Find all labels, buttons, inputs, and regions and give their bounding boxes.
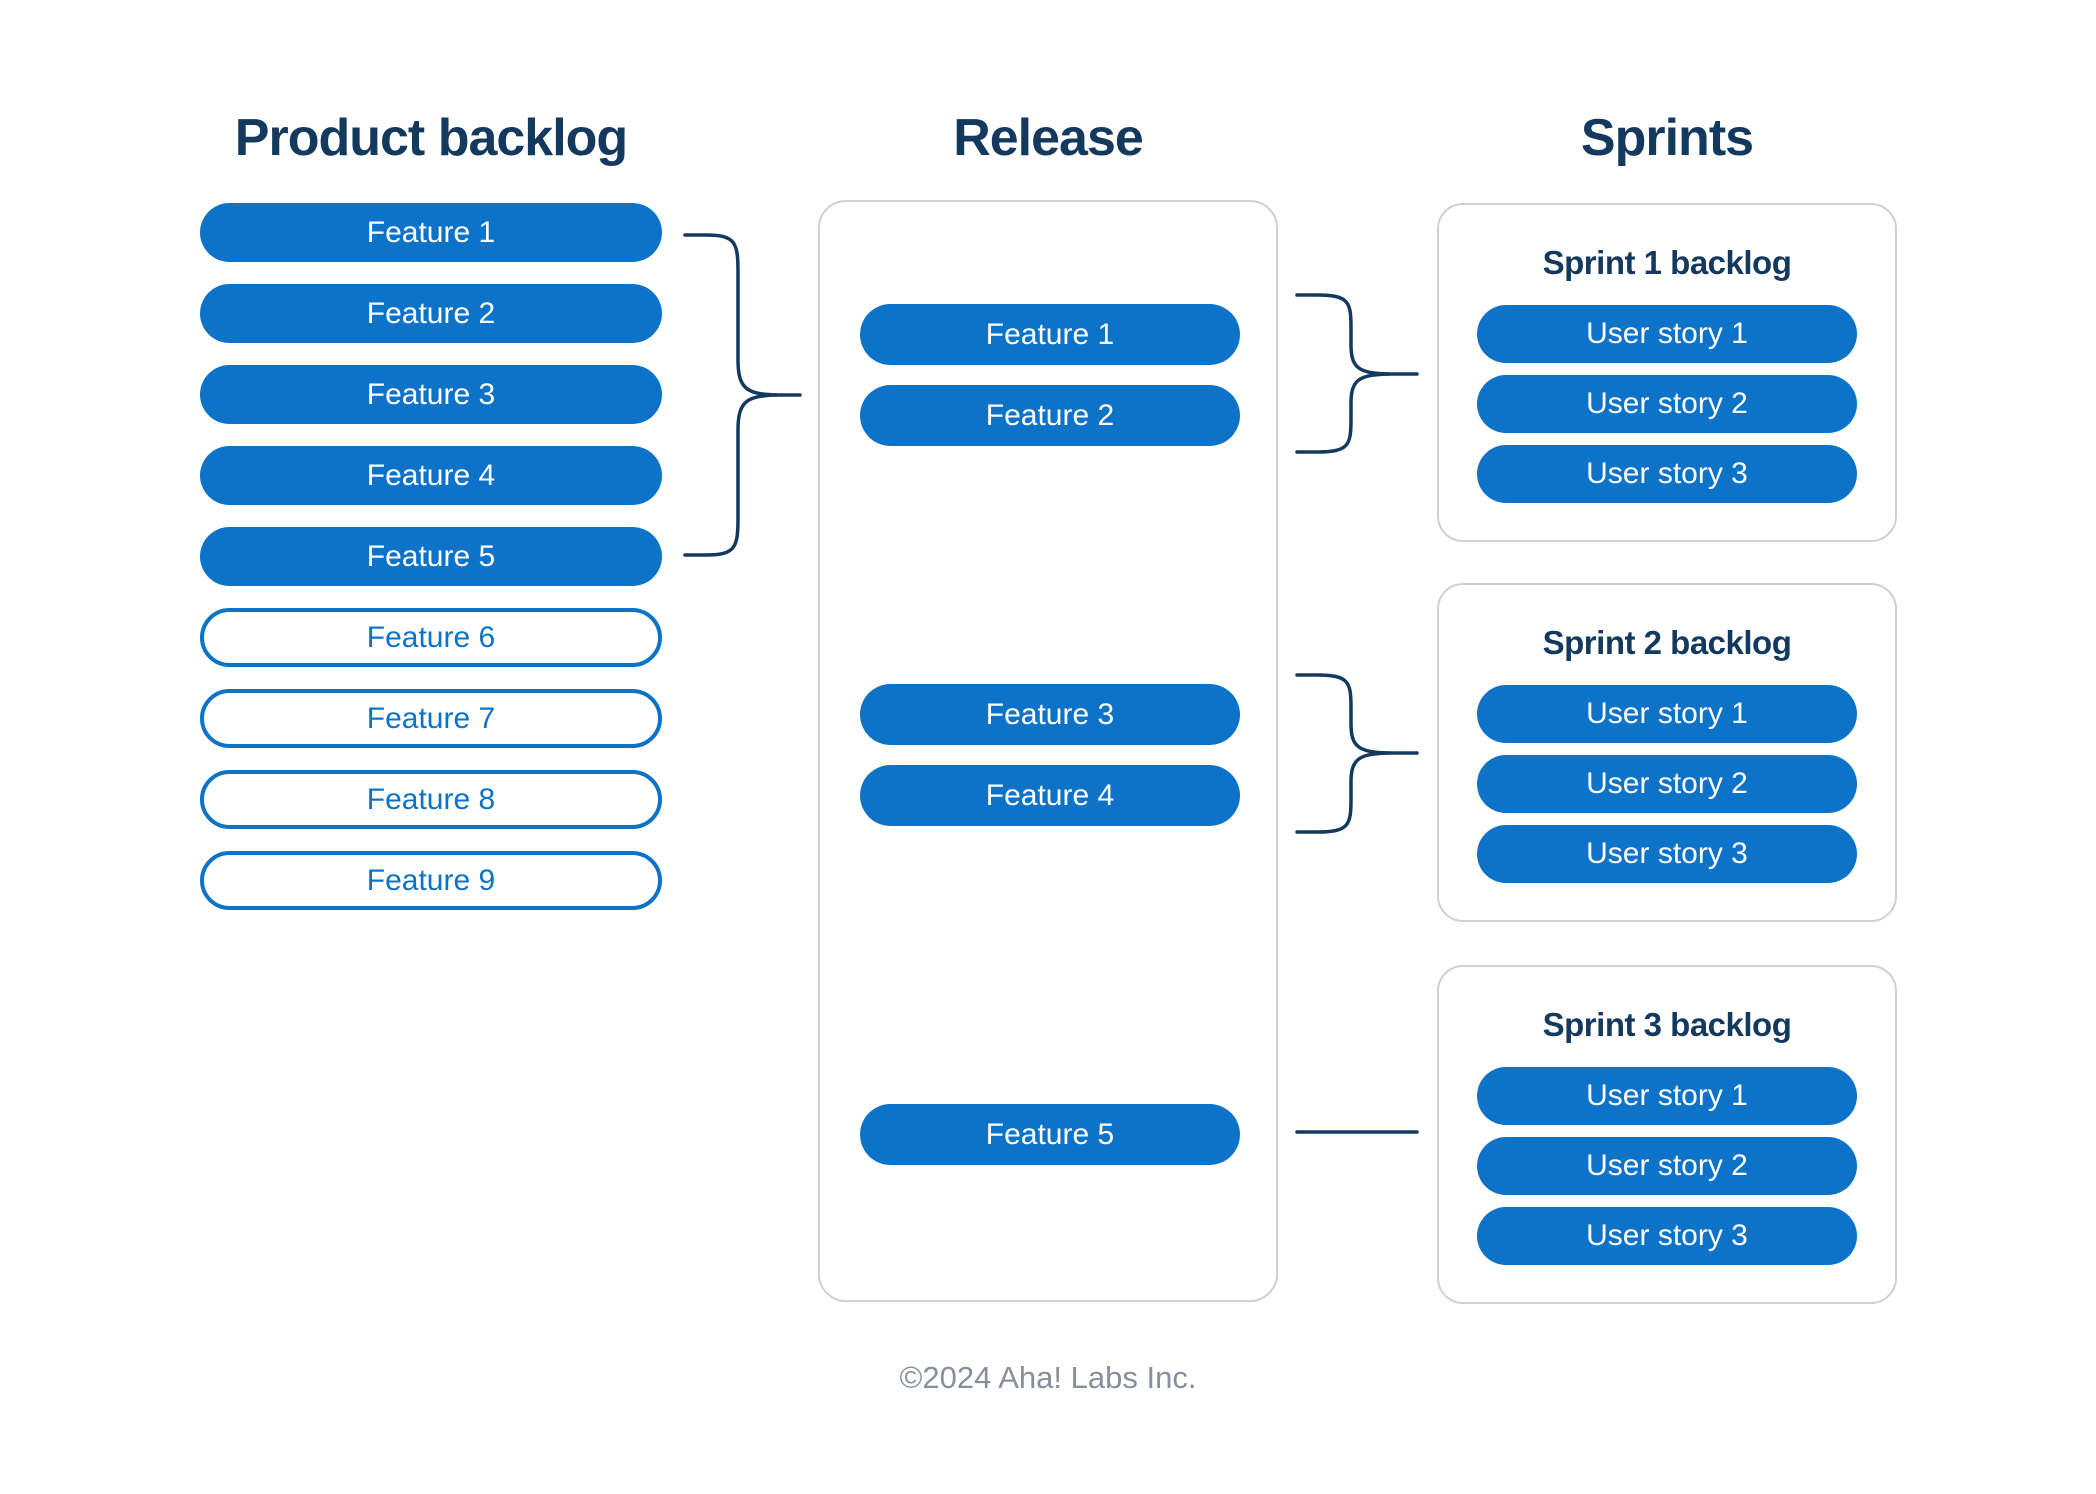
backlog-feature-pill: Feature 2 (200, 284, 662, 343)
user-story-pill: User story 2 (1477, 755, 1857, 813)
brace-release-to-sprint-2 (1295, 673, 1419, 834)
user-story-pill: User story 1 (1477, 685, 1857, 743)
backlog-feature-pill: Feature 4 (200, 446, 662, 505)
release-feature-pill: Feature 1 (860, 304, 1240, 365)
sprint-3-title: Sprint 3 backlog (1542, 1006, 1792, 1043)
sprint-2-card: Sprint 2 backlog User story 1 User story… (1437, 583, 1897, 922)
brace-release-to-sprint-1 (1295, 293, 1419, 454)
backlog-feature-pill: Feature 1 (200, 203, 662, 262)
backlog-feature-pill-outline: Feature 9 (200, 851, 662, 910)
user-story-pill: User story 1 (1477, 1067, 1857, 1125)
user-story-pill: User story 3 (1477, 825, 1857, 883)
user-story-pill: User story 2 (1477, 375, 1857, 433)
sprint-1-card: Sprint 1 backlog User story 1 User story… (1437, 203, 1897, 542)
sprint-3-card: Sprint 3 backlog User story 1 User story… (1437, 965, 1897, 1304)
backlog-feature-pill-outline: Feature 7 (200, 689, 662, 748)
sprint-1-story-list: User story 1 User story 2 User story 3 (1477, 305, 1857, 503)
brace-backlog-to-release (683, 233, 802, 557)
release-heading: Release (953, 109, 1144, 167)
release-feature-pill: Feature 2 (860, 385, 1240, 446)
sprint-3-story-list: User story 1 User story 2 User story 3 (1477, 1067, 1857, 1265)
backlog-feature-pill: Feature 3 (200, 365, 662, 424)
backlog-feature-pill-outline: Feature 6 (200, 608, 662, 667)
product-backlog-heading: Product backlog (234, 109, 628, 167)
backlog-feature-pill-outline: Feature 8 (200, 770, 662, 829)
release-feature-pill: Feature 4 (860, 765, 1240, 826)
release-feature-pill: Feature 5 (860, 1104, 1240, 1165)
sprint-2-story-list: User story 1 User story 2 User story 3 (1477, 685, 1857, 883)
product-backlog-list: Feature 1 Feature 2 Feature 3 Feature 4 … (200, 203, 662, 910)
user-story-pill: User story 2 (1477, 1137, 1857, 1195)
copyright-text: ©2024 Aha! Labs Inc. (899, 1360, 1197, 1395)
release-feature-pill: Feature 3 (860, 684, 1240, 745)
sprint-1-title: Sprint 1 backlog (1542, 244, 1792, 281)
sprints-heading: Sprints (1580, 109, 1754, 167)
sprint-2-title: Sprint 2 backlog (1542, 624, 1792, 661)
user-story-pill: User story 1 (1477, 305, 1857, 363)
release-container: Feature 1 Feature 2 Feature 3 Feature 4 … (818, 200, 1278, 1302)
user-story-pill: User story 3 (1477, 1207, 1857, 1265)
user-story-pill: User story 3 (1477, 445, 1857, 503)
backlog-feature-pill: Feature 5 (200, 527, 662, 586)
